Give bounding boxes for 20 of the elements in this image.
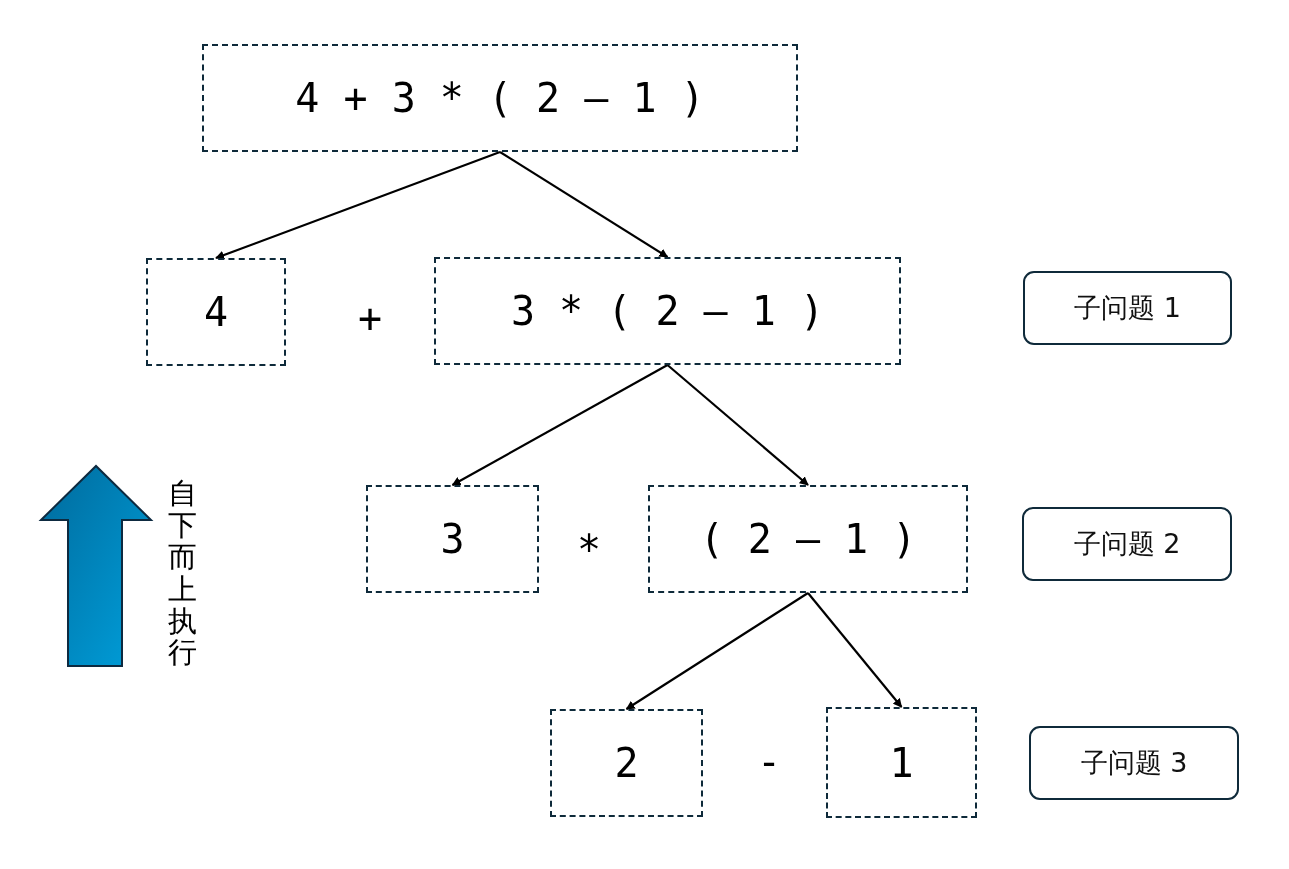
arrow <box>625 592 809 710</box>
expression-box: 4 + 3 * ( 2 – 1 ) <box>202 44 798 152</box>
direction-note: 自下而上执行 <box>168 478 197 670</box>
arrow <box>666 364 809 486</box>
arrow <box>807 592 903 708</box>
subproblem-box: 子问题 3 <box>1029 726 1239 800</box>
expression-box: 2 <box>550 709 703 817</box>
expression-box: ( 2 – 1 ) <box>648 485 968 593</box>
expression-box: 4 <box>146 258 286 366</box>
arrow <box>215 150 501 260</box>
expression-box: 3 * ( 2 – 1 ) <box>434 257 901 365</box>
expression-box: 3 <box>366 485 539 593</box>
operator-symbol: + <box>358 298 383 338</box>
operator-symbol: * <box>577 530 602 570</box>
subproblem-box: 子问题 1 <box>1023 271 1232 345</box>
operator-symbol: - <box>757 742 782 782</box>
arrow <box>499 151 669 258</box>
expression-box: 1 <box>826 707 977 818</box>
arrow <box>451 364 669 486</box>
subproblem-box: 子问题 2 <box>1022 507 1232 581</box>
